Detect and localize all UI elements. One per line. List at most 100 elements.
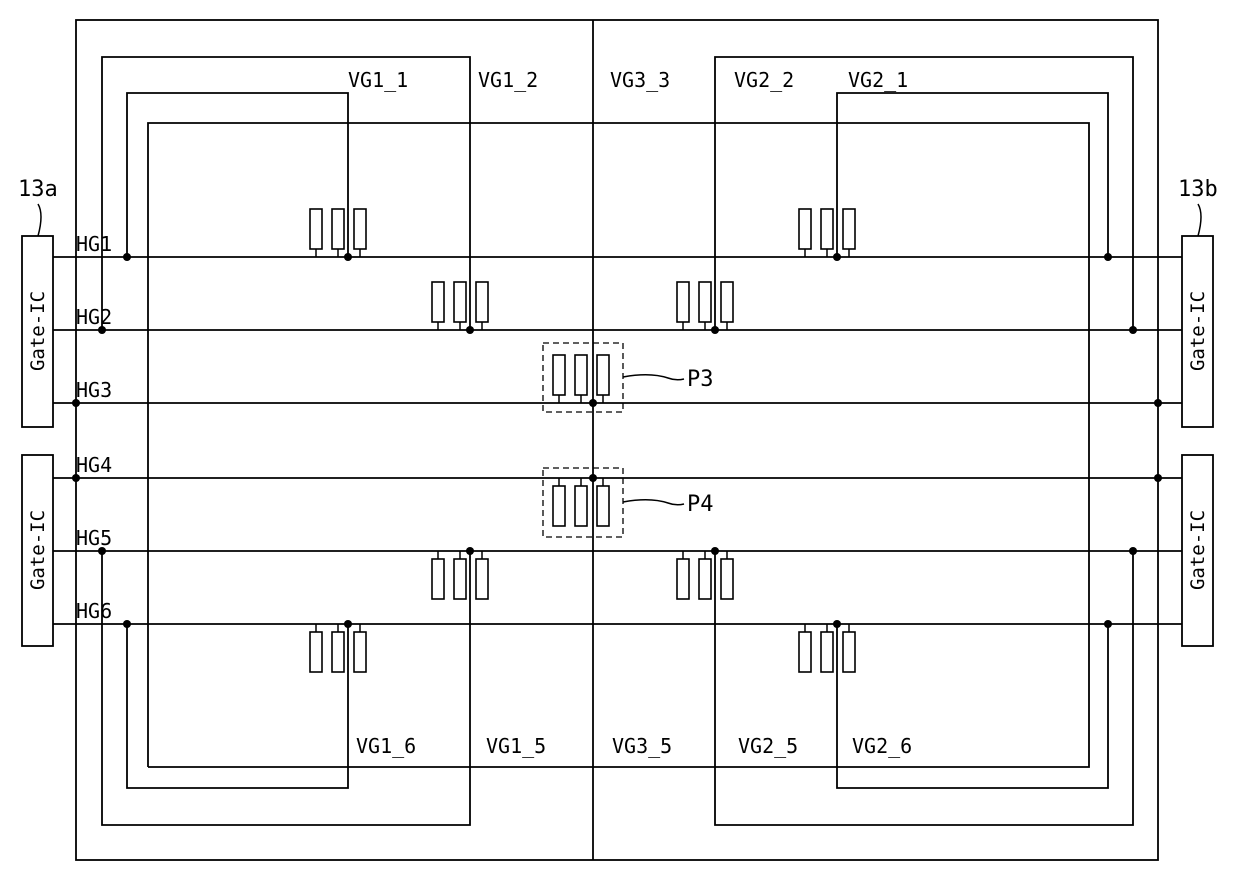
pixel-element: [597, 355, 609, 395]
gate-ic-label-right-top: Gate-IC: [1187, 291, 1209, 371]
hg5-label: HG5: [76, 526, 112, 550]
p3-leader: [623, 375, 684, 380]
pixel-element: [843, 632, 855, 672]
leader-13b: [1198, 204, 1201, 236]
pixel-element: [699, 282, 711, 322]
vg1-5-label: VG1_5: [486, 734, 546, 758]
vg3-5-label: VG3_5: [612, 734, 672, 758]
vg1-6-label: VG1_6: [356, 734, 416, 758]
hg1-label: HG1: [76, 232, 112, 256]
junction-dot: [711, 326, 719, 334]
vg1-2-top-loop: [102, 57, 470, 330]
junction-dot: [98, 547, 106, 555]
vg2-6-bottom-loop: [837, 624, 1108, 788]
junction-dot: [466, 547, 474, 555]
pixel-element: [575, 486, 587, 526]
pixel-element: [354, 209, 366, 249]
junction-dot: [833, 253, 841, 261]
pixel-element: [310, 209, 322, 249]
pixel-element: [310, 632, 322, 672]
routing-top-right: [715, 57, 1133, 330]
pixel-element: [721, 282, 733, 322]
routing-bottom: [102, 551, 1133, 825]
vg1-2-label: VG1_2: [478, 68, 538, 92]
leader-13a: [38, 204, 41, 236]
vg-labels-bottom: VG1_6 VG1_5 VG3_5 VG2_5 VG2_6: [356, 734, 912, 758]
vg2-6-label: VG2_6: [852, 734, 912, 758]
junction-dot: [72, 399, 80, 407]
pixel-groups: [310, 209, 855, 672]
vg2-2-top-loop: [715, 57, 1133, 330]
pixel-group-hg1-right: [799, 209, 855, 257]
pixel-element: [454, 559, 466, 599]
pixel-element: [677, 282, 689, 322]
vg2-1-top-loop: [837, 93, 1108, 257]
pixel-element: [575, 355, 587, 395]
hg4-label: HG4: [76, 453, 112, 477]
hg3-label: HG3: [76, 378, 112, 402]
pixel-group-hg1-left: [310, 209, 366, 257]
pixel-element: [332, 632, 344, 672]
pixel-group-hg5-left: [432, 551, 488, 599]
junction-dot: [589, 399, 597, 407]
pixel-element: [843, 209, 855, 249]
junction-dot: [123, 253, 131, 261]
vg-labels-top: VG1_1 VG1_2 VG3_3 VG2_2 VG2_1: [348, 68, 908, 92]
gate-ic-label-left-bottom: Gate-IC: [27, 510, 49, 590]
p3-label: P3: [687, 367, 714, 392]
pixel-group-hg2-left: [432, 282, 488, 330]
gate-ic-label-right-bottom: Gate-IC: [1187, 510, 1209, 590]
pixel-element: [354, 632, 366, 672]
junction-dot: [589, 474, 597, 482]
vg2-5-bottom-loop: [715, 551, 1133, 825]
pixel-group-hg2-right: [677, 282, 733, 330]
junction-dot: [1104, 620, 1112, 628]
junction-dot: [123, 620, 131, 628]
vg2-1-label: VG2_1: [848, 68, 908, 92]
pixel-element: [699, 559, 711, 599]
pixel-element: [476, 559, 488, 599]
vg2-2-label: VG2_2: [734, 68, 794, 92]
horizontal-gate-lines: [53, 257, 1182, 624]
junction-dot: [466, 326, 474, 334]
junction-dot: [711, 547, 719, 555]
junction-dot: [1154, 474, 1162, 482]
junction-dot: [1154, 399, 1162, 407]
pixel-element: [432, 559, 444, 599]
vg1-1-label: VG1_1: [348, 68, 408, 92]
junction-dot: [1129, 326, 1137, 334]
pixel-element: [553, 486, 565, 526]
junction-dot: [1104, 253, 1112, 261]
pixel-element: [799, 209, 811, 249]
junction-dot: [72, 474, 80, 482]
pixel-element: [721, 559, 733, 599]
pixel-element: [677, 559, 689, 599]
pixel-element: [332, 209, 344, 249]
pixel-element: [821, 632, 833, 672]
pixel-group-p3: [553, 355, 609, 403]
junction-dot: [98, 326, 106, 334]
junction-dots: [72, 253, 1162, 628]
pixel-group-hg5-right: [677, 551, 733, 599]
vg3-3-label: VG3_3: [610, 68, 670, 92]
pixel-element: [454, 282, 466, 322]
center-frame-loop: [148, 123, 1089, 767]
p4-leader: [623, 500, 684, 505]
hg-labels: HG1 HG2 HG3 HG4 HG5 HG6: [76, 232, 112, 623]
pixel-group-p4: [553, 478, 609, 526]
vg1-5-bottom-loop: [102, 551, 470, 825]
p4-label: P4: [687, 492, 714, 517]
gate-ic-label-left-top: Gate-IC: [27, 291, 49, 371]
pixel-element: [553, 355, 565, 395]
pixel-element: [432, 282, 444, 322]
pixel-group-hg6-left: [310, 624, 366, 672]
junction-dot: [344, 253, 352, 261]
junction-dot: [1129, 547, 1137, 555]
chip-label-13a: 13a: [18, 177, 58, 202]
hg2-label: HG2: [76, 305, 112, 329]
pixel-element: [597, 486, 609, 526]
pixel-element: [821, 209, 833, 249]
routing-top-left: [102, 57, 1089, 767]
hg6-label: HG6: [76, 599, 112, 623]
